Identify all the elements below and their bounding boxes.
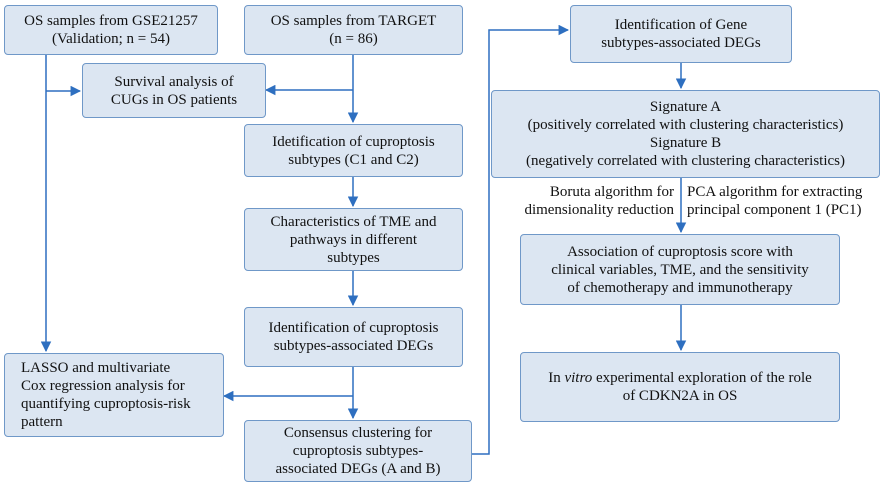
box-line: Signature A (649, 99, 722, 115)
box-line-invitro: In vitro experimental exploration of the… (548, 369, 812, 387)
box-line: Signature B (649, 135, 722, 151)
in-vitro-box: In vitro experimental exploration of the… (520, 352, 840, 422)
arrow-consensus-to-gene-degs (472, 24, 570, 455)
box-line: cuproptosis subtypes- (292, 443, 424, 459)
box-line: Characteristics of TME and (270, 213, 437, 230)
box-line: subtypes-associated DEGs (601, 35, 761, 51)
consensus-clustering-box: Consensus clustering for cuproptosis sub… (244, 420, 472, 482)
label-line: Boruta algorithm for (549, 184, 674, 200)
label-line: PCA algorithm for extracting (687, 184, 863, 200)
box-line: OS samples from GSE21257 (24, 13, 198, 29)
box-line: (positively correlated with clustering c… (527, 117, 844, 133)
box-line: LASSO and multivariate (21, 360, 171, 376)
box-line: Association of cuproptosis score with (567, 243, 793, 260)
box-line: associated DEGs (A and B) (275, 461, 441, 477)
box-line: clinical variables, TME, and the sensiti… (551, 261, 809, 278)
gene-subtype-degs-box: Identification of Gene subtypes-associat… (570, 5, 792, 63)
label-line: dimensionality reduction (524, 202, 674, 218)
box-line: pattern (21, 414, 63, 430)
box-line: OS samples from TARGET (270, 13, 437, 29)
box-line: Consensus clustering for (283, 425, 433, 441)
tme-characteristics-box: Characteristics of TME and pathways in d… (244, 208, 463, 271)
box-line: (Validation; n = 54) (51, 31, 171, 47)
box-line: Cox regression analysis for (21, 378, 185, 394)
box-line: pathways in different (289, 231, 418, 248)
label-line: principal component 1 (PC1) (687, 202, 862, 218)
subtype-degs-box: Identification of cuproptosis subtypes-a… (244, 307, 463, 367)
target-samples-box: OS samples from TARGET (n = 86) (244, 5, 463, 55)
box-line: subtypes (C1 and C2) (288, 151, 419, 168)
gse21257-samples-box: OS samples from GSE21257 (Validation; n … (4, 5, 218, 55)
pca-label: PCA algorithm for extracting principal c… (687, 183, 862, 219)
signatures-box: Signature A (positively correlated with … (491, 90, 880, 178)
box-line: Idetification of cuproptosis (272, 133, 435, 150)
survival-analysis-box: Survival analysis of CUGs in OS patients (82, 63, 266, 118)
in-prefix: In (548, 370, 565, 386)
box-line: subtypes-associated DEGs (273, 338, 434, 354)
vitro-italic: vitro (564, 370, 593, 386)
box-line: (n = 86) (329, 31, 378, 47)
lasso-cox-box: LASSO and multivariate Cox regression an… (4, 353, 224, 437)
box-line: of CDKN2A in OS (622, 388, 738, 404)
box-line: subtypes (327, 249, 380, 266)
box-line: quantifying cuproptosis-risk (21, 396, 191, 412)
box-line: Survival analysis of (114, 73, 234, 90)
cuproptosis-subtypes-box: Idetification of cuproptosis subtypes (C… (244, 124, 463, 177)
boruta-label: Boruta algorithm for dimensionality redu… (522, 183, 674, 219)
invitro-suffix: experimental exploration of the role (592, 370, 812, 386)
box-line: (negatively correlated with clustering c… (525, 153, 846, 169)
association-box: Association of cuproptosis score with cl… (520, 234, 840, 305)
box-line: CUGs in OS patients (110, 91, 238, 108)
box-line: Identification of cuproptosis (268, 320, 439, 336)
box-line: Identification of Gene (614, 17, 748, 33)
box-line: of chemotherapy and immunotherapy (567, 279, 793, 296)
